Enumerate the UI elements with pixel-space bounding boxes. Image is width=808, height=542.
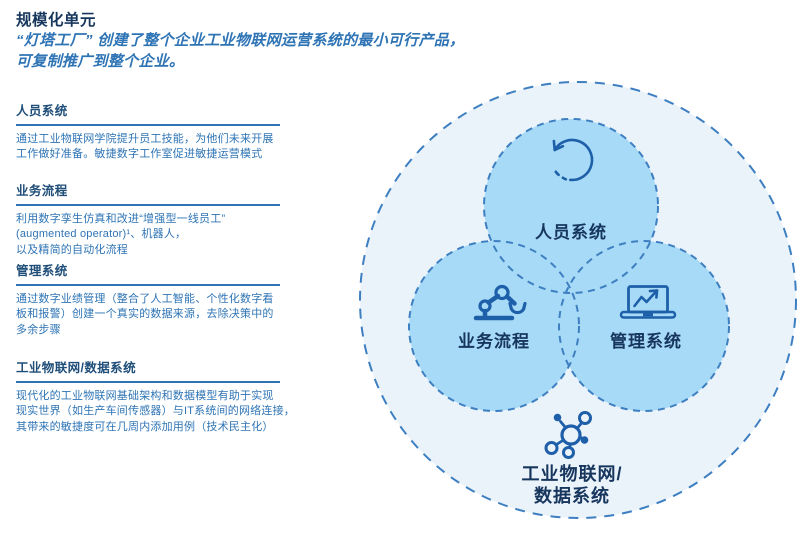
- body-line: 以及精简的自动化流程: [16, 243, 128, 256]
- section-divider: [16, 284, 280, 286]
- section-divider: [16, 204, 280, 206]
- body-line: 多余步骤: [16, 323, 61, 336]
- inner-circle-outlines: [408, 118, 730, 412]
- venn-diagram: 人员系统 业务流程 管理系统: [359, 81, 797, 519]
- section-body: 通过数字业绩管理（整合了人工智能、个性化数字看 板和报警）创建一个真实的数据来源…: [16, 292, 308, 339]
- section-heading: 人员系统: [16, 104, 68, 118]
- section-body: 通过工业物联网学院提升员工技能，为他们未来开展 工作做好准备。敏捷数字工作室促进…: [16, 132, 308, 163]
- process-circle: [409, 241, 579, 411]
- subtitle-line-2: 可复制推广到整个企业。: [16, 53, 185, 70]
- section-business-process: 业务流程 利用数字孪生仿真和改进“增强型一线员工” (augmented ope…: [16, 180, 308, 258]
- cycle-arrow-icon: [552, 138, 594, 182]
- section-heading: 管理系统: [16, 264, 68, 278]
- process-circle-outline: [408, 240, 580, 412]
- body-line: 其带来的敏捷度可在几周内添加用例（技术民主化）: [16, 420, 274, 433]
- section-body: 现代化的工业物联网基础架构和数据模型有助于实现 现实世界（如生产车间传感器）与I…: [16, 389, 308, 436]
- section-body: 利用数字孪生仿真和改进“增强型一线员工” (augmented operator…: [16, 212, 308, 259]
- section-people-system: 人员系统 通过工业物联网学院提升员工技能，为他们未来开展 工作做好准备。敏捷数字…: [16, 100, 308, 163]
- laptop-chart-icon: [619, 285, 677, 319]
- inner-circle-fills: [409, 119, 729, 411]
- subtitle: “灯塔工厂” 创建了整个企业工业物联网运营系统的最小可行产品， 可复制推广到整个…: [16, 30, 464, 72]
- network-nodes-icon: [544, 411, 592, 459]
- page-title: 规模化单元: [16, 12, 97, 29]
- section-heading: 业务流程: [16, 184, 68, 198]
- body-line: 工作做好准备。敏捷数字工作室促进敏捷运营模式: [16, 148, 263, 160]
- subtitle-line-1: “灯塔工厂” 创建了整个企业工业物联网运营系统的最小可行产品，: [16, 32, 465, 49]
- management-circle-label: 管理系统: [610, 331, 682, 351]
- process-circle-label: 业务流程: [458, 331, 530, 351]
- section-heading: 工业物联网/数据系统: [16, 361, 136, 375]
- management-circle: [559, 241, 729, 411]
- people-circle-outline: [483, 118, 659, 294]
- body-line: 通过工业物联网学院提升员工技能，为他们未来开展: [16, 132, 274, 145]
- body-line: 通过数字业绩管理（整合了人工智能、个性化数字看: [16, 292, 274, 305]
- section-management-system: 管理系统 通过数字业绩管理（整合了人工智能、个性化数字看 板和报警）创建一个真实…: [16, 260, 308, 338]
- robot-arm-icon: [473, 284, 527, 321]
- body-line: (augmented operator)¹、机器人，: [16, 228, 187, 240]
- section-divider: [16, 124, 280, 126]
- iiot-label-line-2: 数据系统: [534, 485, 610, 506]
- iiot-label-line-1: 工业物联网/: [521, 463, 622, 484]
- section-divider: [16, 381, 280, 383]
- body-line: 板和报警）创建一个真实的数据来源，去除决策中的: [16, 308, 274, 320]
- body-line: 现代化的工业物联网基础架构和数据模型有助于实现: [16, 389, 274, 402]
- section-iiot-data-system: 工业物联网/数据系统 现代化的工业物联网基础架构和数据模型有助于实现 现实世界（…: [16, 357, 308, 435]
- people-circle-label: 人员系统: [535, 222, 607, 242]
- body-line: 利用数字孪生仿真和改进“增强型一线员工”: [16, 212, 226, 225]
- management-circle-outline: [558, 240, 730, 412]
- body-line: 现实世界（如生产车间传感器）与IT系统间的网络连接，: [16, 405, 295, 417]
